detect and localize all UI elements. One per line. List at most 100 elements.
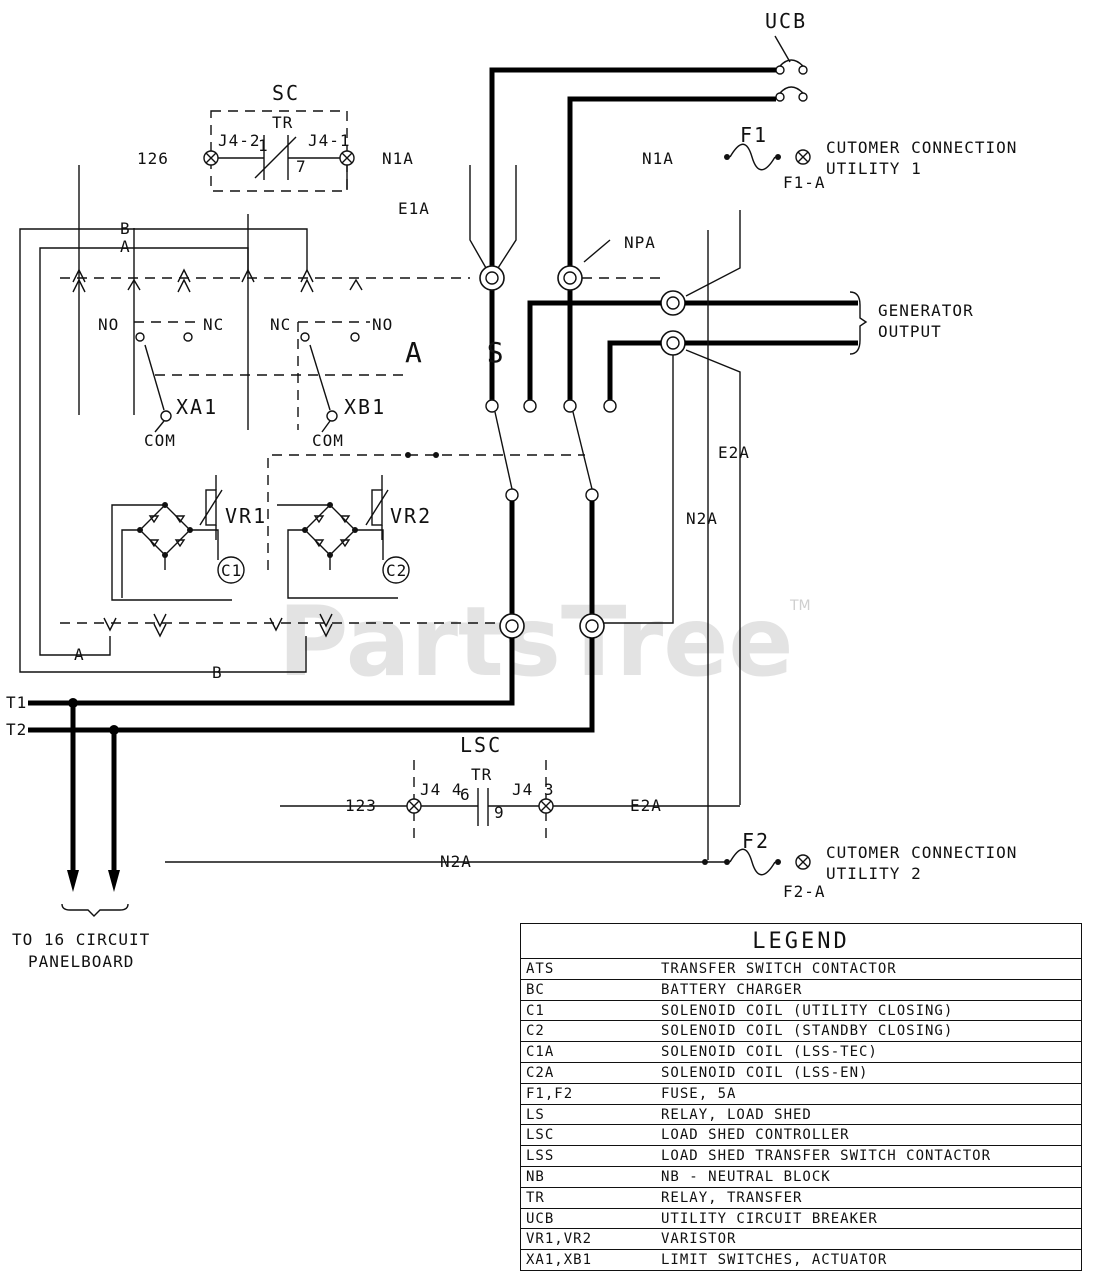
no-left-label: NO bbox=[98, 315, 119, 334]
sc-tr-label: TR bbox=[272, 113, 293, 132]
e2a-vert-label: E2A bbox=[718, 443, 750, 462]
linkage-dot-1 bbox=[405, 452, 411, 458]
wire-123-label: 123 bbox=[345, 796, 377, 815]
cust2-line1: CUTOMER CONNECTION bbox=[826, 843, 1017, 862]
lsc-pin6: 6 bbox=[460, 785, 471, 804]
sc-pin1: 1 bbox=[258, 136, 269, 155]
linkage-dot-2 bbox=[433, 452, 439, 458]
wire-b bbox=[19, 228, 308, 673]
wire-a bbox=[39, 247, 249, 656]
xb1-dash bbox=[297, 321, 370, 430]
legend-code: BC bbox=[526, 981, 545, 998]
panel-brace bbox=[61, 903, 129, 917]
legend-code: XA1,XB1 bbox=[526, 1252, 593, 1269]
f2a-label: F2-A bbox=[783, 882, 826, 901]
sc-label: SC bbox=[272, 81, 300, 105]
legend-code: ATS bbox=[526, 961, 555, 977]
ats-label: A S bbox=[405, 336, 528, 369]
wire-b-bot-label: B bbox=[212, 663, 223, 682]
lsc-tr-label: TR bbox=[471, 765, 492, 784]
sc-j4-2-label: J4-2 bbox=[218, 131, 261, 150]
to16-line1: TO 16 CIRCUIT bbox=[12, 930, 150, 949]
wire-a-bot-label: A bbox=[74, 645, 85, 664]
wire-126-label: 126 bbox=[137, 149, 169, 168]
legend-desc: BATTERY CHARGER bbox=[661, 981, 803, 998]
n2a-junction bbox=[702, 859, 708, 865]
sc-tr-contact bbox=[216, 135, 340, 180]
t2-label: T2 bbox=[6, 720, 27, 739]
f2-label: F2 bbox=[742, 829, 770, 853]
legend-desc: UTILITY CIRCUIT BREAKER bbox=[661, 1210, 878, 1227]
f1-label: F1 bbox=[740, 123, 768, 147]
sc-n1a-label: N1A bbox=[382, 149, 414, 168]
legend-desc: SOLENOID COIL (UTILITY CLOSING) bbox=[661, 1002, 954, 1019]
legend-desc: RELAY, LOAD SHED bbox=[661, 1106, 812, 1123]
f2-fuse bbox=[724, 848, 781, 876]
e1a-label: E1A bbox=[398, 199, 430, 218]
gen-line-2 bbox=[607, 340, 661, 400]
gen-line1: GENERATOR bbox=[878, 301, 974, 320]
legend-code: UCB bbox=[526, 1210, 555, 1227]
legend-code: C2 bbox=[526, 1023, 545, 1040]
varistor-1 bbox=[199, 475, 223, 540]
legend-row: C1 SOLENOID COIL (UTILITY CLOSING) bbox=[521, 1001, 1081, 1022]
legend-desc: RELAY, TRANSFER bbox=[661, 1189, 803, 1206]
legend-desc: SOLENOID COIL (LSS-EN) bbox=[661, 1064, 869, 1081]
lsc-pin9: 9 bbox=[494, 803, 505, 822]
c1-label: C1 bbox=[221, 561, 242, 580]
load-terminal-1 bbox=[499, 613, 525, 639]
legend-desc: LOAD SHED CONTROLLER bbox=[661, 1127, 850, 1144]
xa1-nc-contact bbox=[183, 332, 193, 342]
xa1-arm bbox=[144, 344, 165, 411]
legend-desc: LOAD SHED TRANSFER SWITCH CONTACTOR bbox=[661, 1148, 992, 1165]
t1-arrow bbox=[67, 870, 79, 892]
gen-to-load bbox=[604, 355, 674, 624]
gen-brace bbox=[849, 291, 868, 355]
legend-desc: VARISTOR bbox=[661, 1231, 737, 1248]
gen-terminal-1 bbox=[660, 290, 686, 316]
wire-b-top-label: B bbox=[120, 219, 131, 238]
t2-line bbox=[28, 638, 595, 733]
legend-desc: LIMIT SWITCHES, ACTUATOR bbox=[661, 1252, 888, 1269]
legend-code: C1 bbox=[526, 1002, 545, 1019]
f1a-label: F1-A bbox=[783, 173, 826, 192]
sc-terminal-left bbox=[203, 150, 219, 166]
e2a-vertical bbox=[685, 349, 741, 805]
legend-desc: TRANSFER SWITCH CONTACTOR bbox=[661, 961, 897, 977]
sc-j4-1-label: J4-1 bbox=[308, 131, 351, 150]
sc-pin7: 7 bbox=[296, 157, 307, 176]
xb1-com-lead bbox=[321, 420, 331, 433]
coil-c1 bbox=[217, 556, 245, 584]
legend-code: C1A bbox=[526, 1044, 555, 1061]
lsc-j4-3: J4 3 bbox=[512, 780, 555, 799]
nc-left-label: NC bbox=[203, 315, 224, 334]
actuator-linkage bbox=[267, 454, 585, 570]
xb1-arm bbox=[309, 344, 331, 411]
xa1-no-contact bbox=[135, 332, 145, 342]
legend-row: UCB UTILITY CIRCUIT BREAKER bbox=[521, 1209, 1081, 1230]
legend-desc: SOLENOID COIL (STANDBY CLOSING) bbox=[661, 1023, 954, 1040]
legend-row: LSS LOAD SHED TRANSFER SWITCH CONTACTOR bbox=[521, 1146, 1081, 1167]
xb1-nc-contact bbox=[300, 332, 310, 342]
watermark: PartsTree bbox=[278, 586, 793, 698]
ats-left-feed bbox=[469, 165, 517, 269]
npa-label: NPA bbox=[624, 233, 656, 252]
legend-row: C2 SOLENOID COIL (STANDBY CLOSING) bbox=[521, 1021, 1081, 1043]
legend-desc: FUSE, 5A bbox=[661, 1085, 737, 1102]
legend-row: BC BATTERY CHARGER bbox=[521, 980, 1081, 1001]
legend-row: ATS TRANSFER SWITCH CONTACTOR bbox=[521, 959, 1081, 980]
cust1-line2: UTILITY 1 bbox=[826, 159, 922, 178]
legend-desc: SOLENOID COIL (LSS-TEC) bbox=[661, 1044, 878, 1061]
lsc-terminal-right bbox=[538, 798, 554, 814]
xa1-label: XA1 bbox=[176, 395, 218, 419]
cust1-terminal bbox=[795, 149, 811, 165]
legend-row: C1A SOLENOID COIL (LSS-TEC) bbox=[521, 1042, 1081, 1063]
legend-code: VR1,VR2 bbox=[526, 1231, 593, 1248]
legend-code: C2A bbox=[526, 1064, 555, 1081]
n2a-vert-label: N2A bbox=[686, 509, 718, 528]
watermark-tm: TM bbox=[789, 598, 811, 614]
legend-code: LSS bbox=[526, 1148, 555, 1165]
